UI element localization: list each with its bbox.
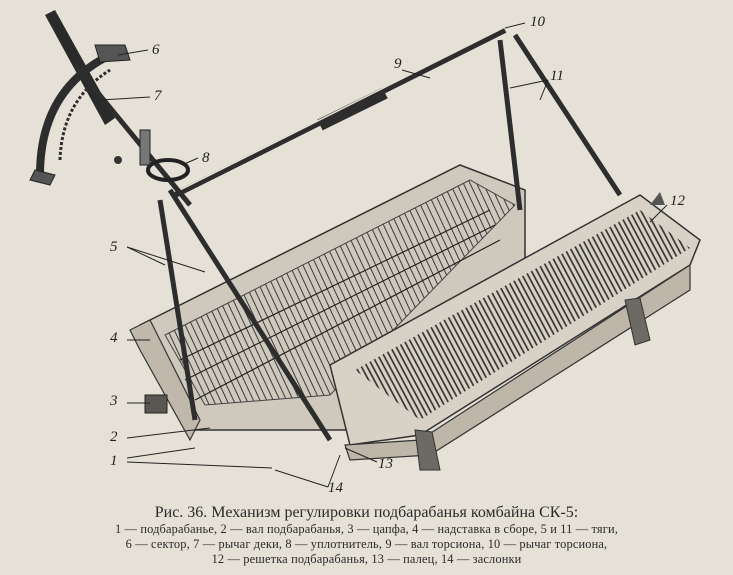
callout-14: 14 (328, 480, 344, 496)
mechanism-drawing: 1 2 3 4 5 6 7 8 9 10 11 12 13 14 (29, 10, 701, 496)
callout-12: 12 (670, 193, 686, 209)
bolt (114, 156, 122, 164)
support-foot (414, 429, 441, 471)
legend-line-3: 12 — решетка подбарабанья, 13 — палец, 1… (211, 552, 522, 566)
callout-4: 4 (110, 330, 118, 346)
torsion-shaft (173, 26, 507, 198)
callout-1: 1 (110, 453, 118, 469)
caption-title: Рис. 36. Механизм регулировки подбарабан… (154, 504, 579, 521)
leader-lines (99, 22, 668, 488)
callout-6: 6 (152, 42, 160, 58)
callout-11: 11 (550, 68, 564, 84)
concave-drum (139, 164, 526, 431)
figure-caption: Рис. 36. Механизм регулировки подбарабан… (0, 500, 733, 575)
callout-labels: 1 2 3 4 5 6 7 8 9 10 11 12 13 14 (109, 14, 686, 496)
callout-8: 8 (202, 150, 210, 166)
callout-7: 7 (154, 88, 163, 104)
callout-10: 10 (530, 14, 546, 30)
legend-line-1: 1 — подбарабанье, 2 — вал подбарабанья, … (114, 522, 619, 536)
callout-3: 3 (109, 393, 118, 409)
callout-13: 13 (378, 456, 393, 472)
callout-9: 9 (394, 56, 402, 72)
mechanism-illustration: 1 2 3 4 5 6 7 8 9 10 11 12 13 14 (29, 10, 701, 496)
seal (146, 158, 190, 182)
rods-right (497, 33, 623, 211)
callout-5: 5 (110, 239, 118, 255)
trunnion (144, 394, 168, 414)
callout-2: 2 (110, 429, 118, 445)
rods-left (157, 188, 333, 442)
sector (29, 44, 131, 186)
deck-lever (45, 10, 192, 207)
legend-line-2: 6 — сектор, 7 — рычаг деки, 8 — уплотнит… (125, 537, 608, 551)
grate-lug (650, 192, 665, 205)
support-foot (624, 297, 651, 346)
bracket (139, 129, 151, 166)
